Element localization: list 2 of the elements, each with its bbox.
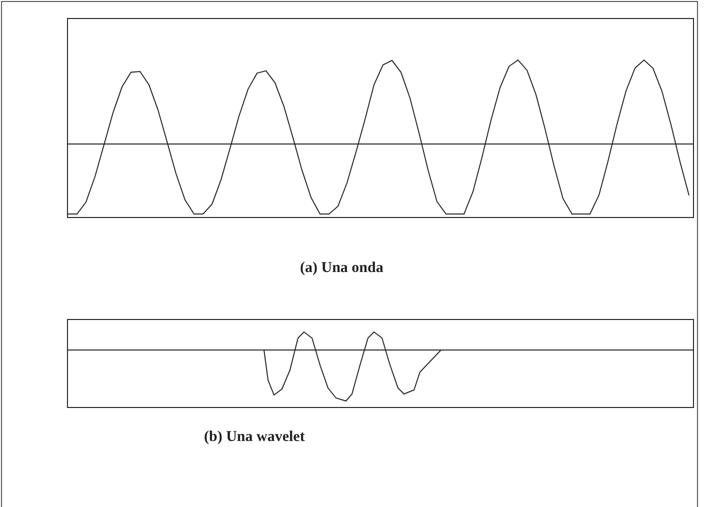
caption: (a) Una onda <box>300 259 384 278</box>
caption: (b) Una wavelet <box>204 428 305 447</box>
